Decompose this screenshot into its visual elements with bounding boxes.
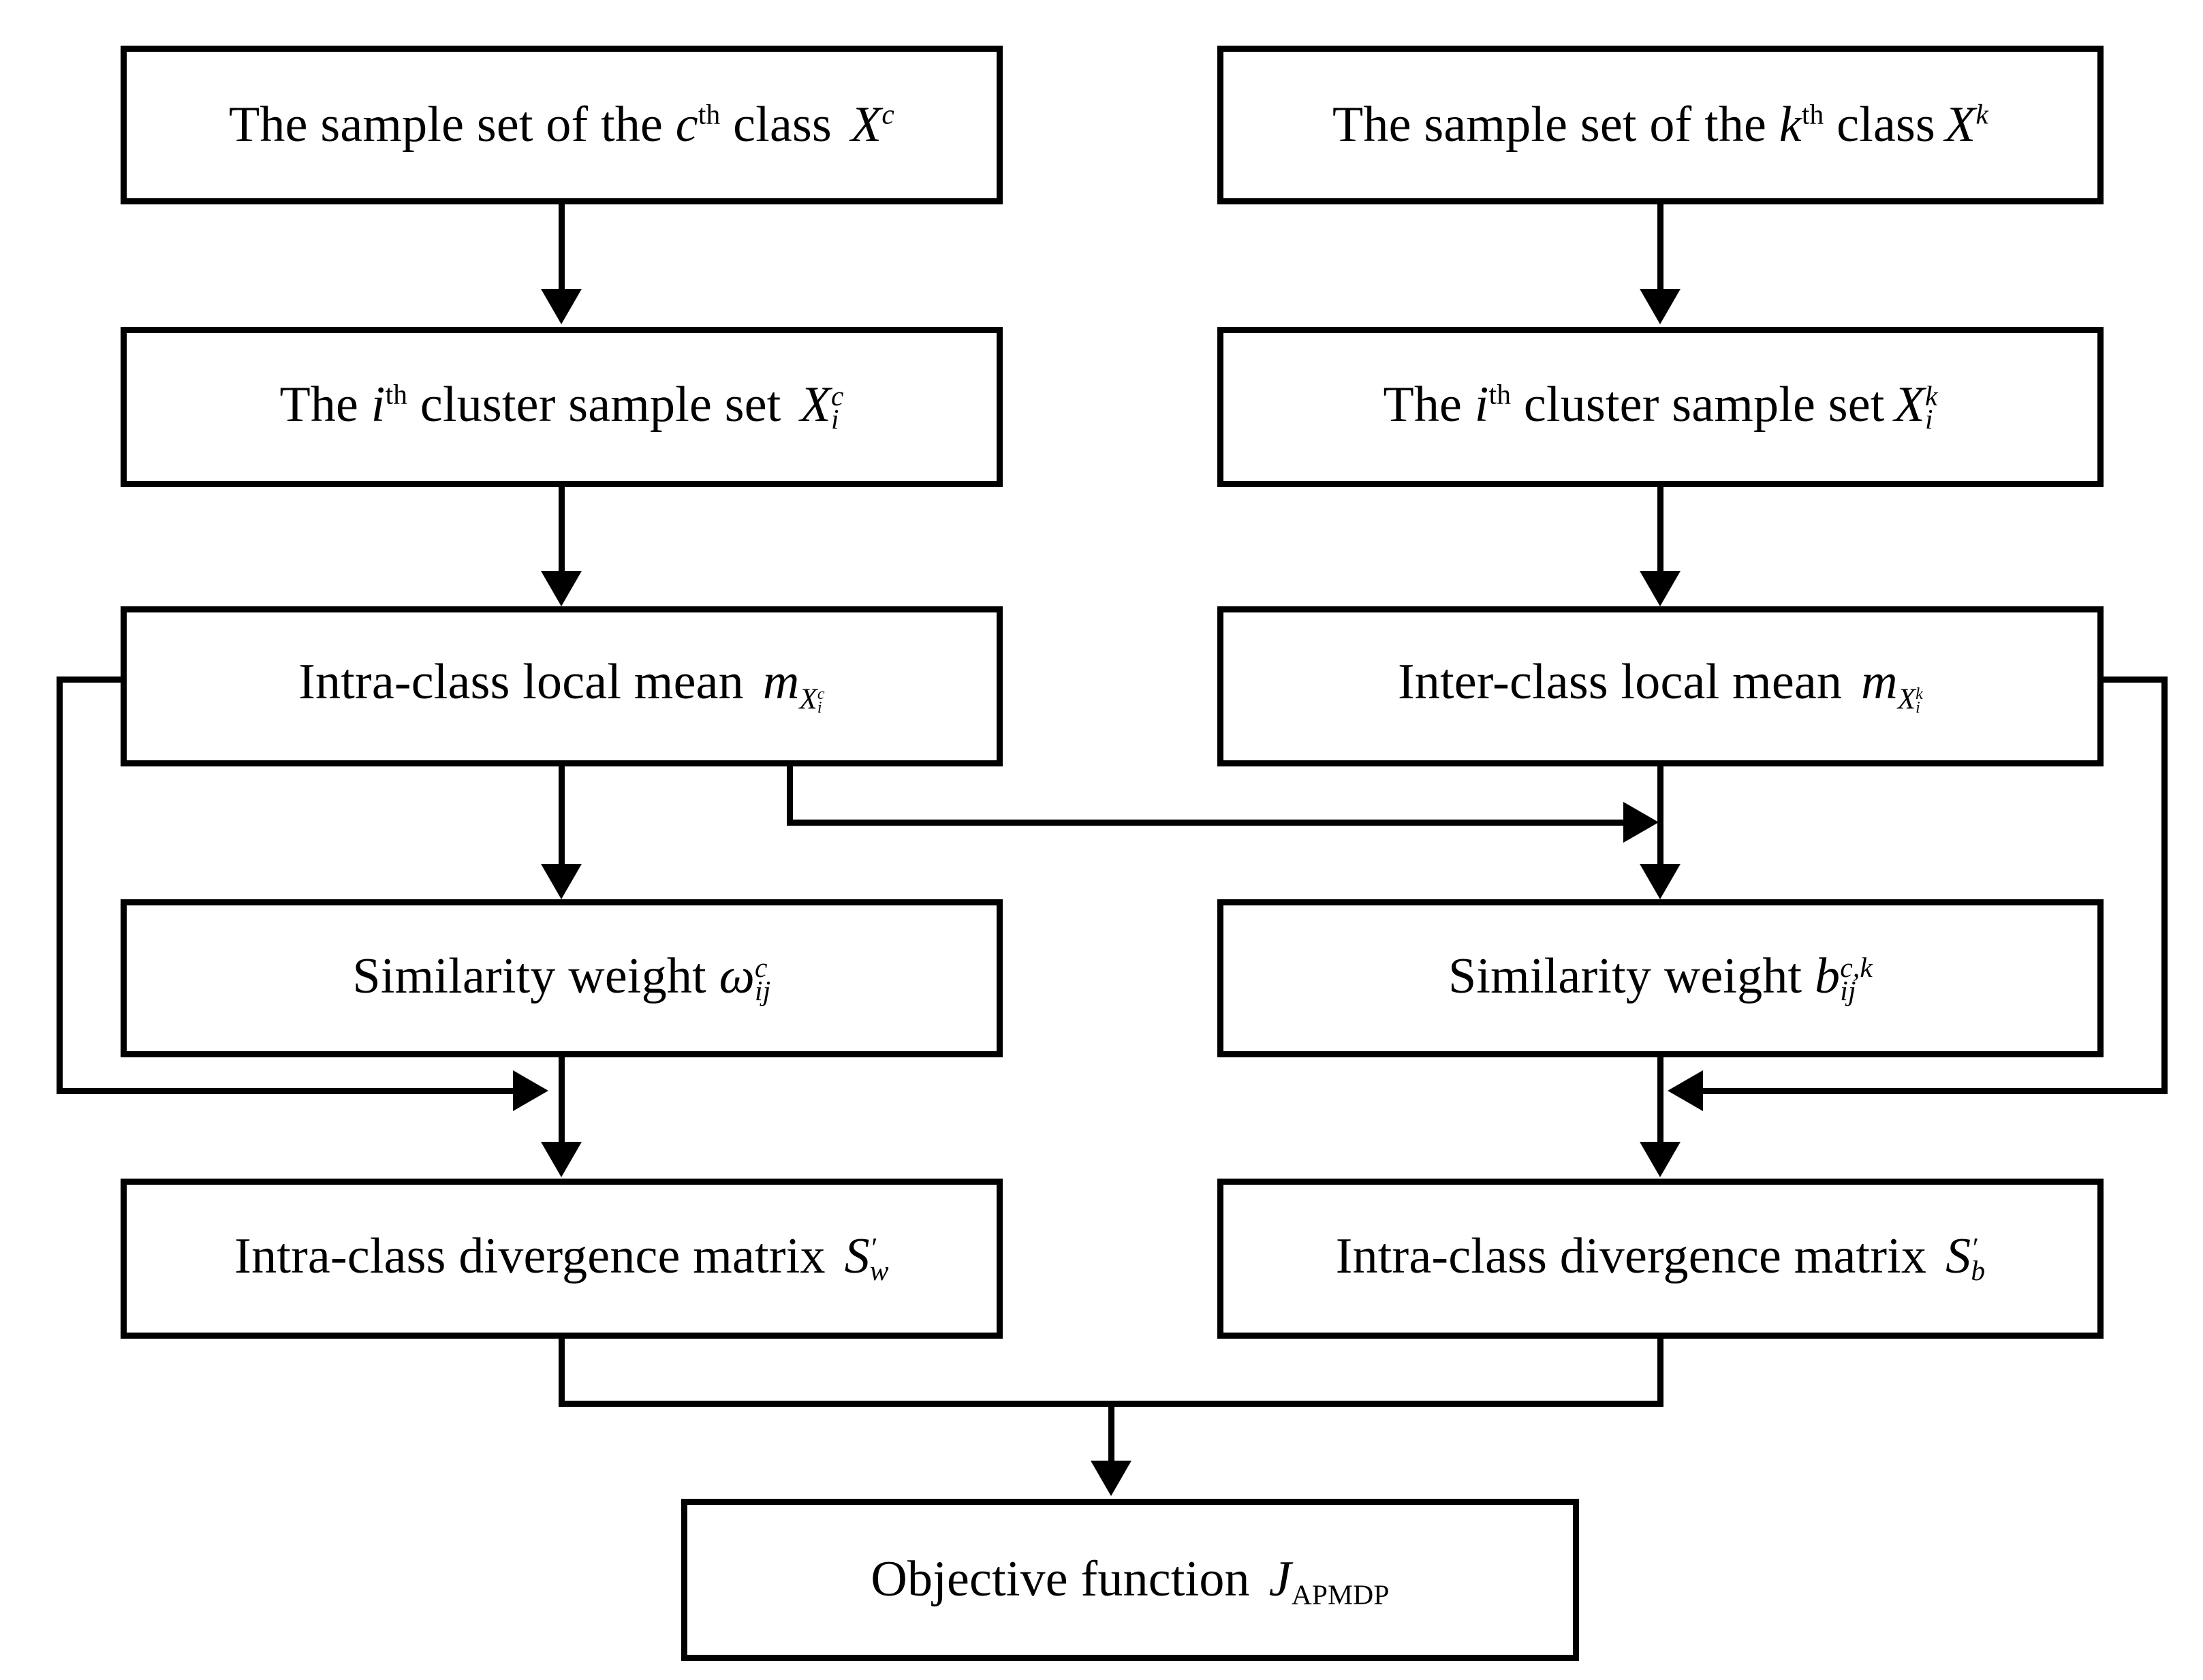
edge-e3-line bbox=[559, 487, 565, 576]
edge-e9-arrowhead bbox=[1668, 1070, 1703, 1111]
edge-e11-line bbox=[1657, 1057, 1663, 1143]
edge-merge-vertical-down bbox=[1108, 1401, 1114, 1462]
edge-e10-line bbox=[559, 1057, 565, 1143]
edge-merge-arrowhead bbox=[1091, 1461, 1131, 1496]
edge-e9-horizontal-in bbox=[1703, 1088, 2168, 1094]
edge-e1-line bbox=[559, 204, 565, 292]
edge-e1-arrowhead bbox=[541, 289, 582, 324]
edge-e10-arrowhead bbox=[541, 1142, 582, 1177]
edge-e8-horizontal-in bbox=[57, 1088, 514, 1094]
edge-e9-horizontal-out bbox=[2099, 676, 2168, 683]
edge-e7-vertical-drop bbox=[787, 766, 793, 826]
edge-e2-arrowhead bbox=[1640, 289, 1681, 324]
edge-e5-line bbox=[559, 766, 565, 869]
edge-e4-arrowhead bbox=[1640, 571, 1681, 606]
edge-e13-vertical bbox=[1657, 1339, 1663, 1407]
edge-e12-vertical bbox=[559, 1339, 565, 1407]
edge-e6-arrowhead bbox=[1640, 864, 1681, 899]
edge-e11-arrowhead bbox=[1640, 1142, 1681, 1177]
edge-e6-line bbox=[1657, 766, 1663, 869]
edge-e8-arrowhead bbox=[513, 1070, 548, 1111]
edge-e9-vertical bbox=[2161, 676, 2168, 1094]
edge-e3-arrowhead bbox=[541, 571, 582, 606]
edge-e5-arrowhead bbox=[541, 864, 582, 899]
edge-e8-vertical bbox=[57, 676, 63, 1094]
edge-e8-horizontal-out bbox=[57, 676, 125, 683]
edge-e2-line bbox=[1657, 204, 1663, 292]
edge-e7-horizontal bbox=[787, 820, 1625, 826]
edge-e7-arrowhead bbox=[1623, 802, 1659, 843]
edge-e4-line bbox=[1657, 487, 1663, 576]
